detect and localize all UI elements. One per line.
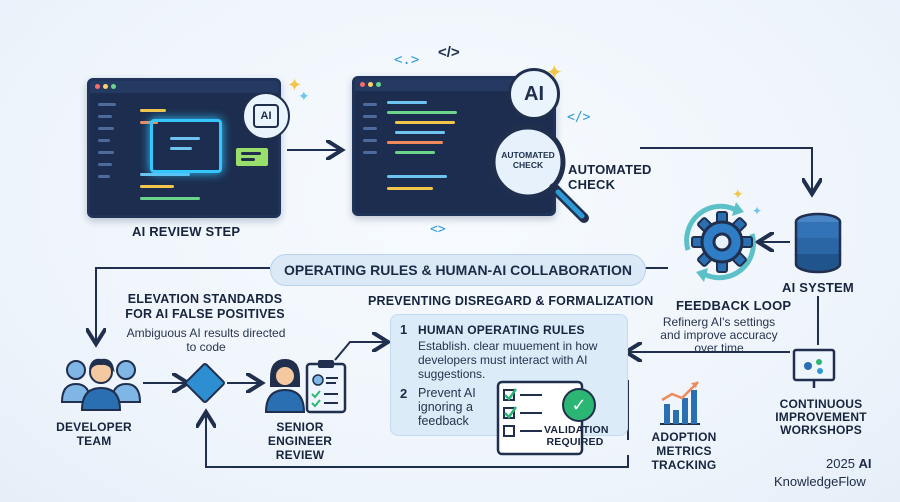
arrow-banner-to-developer (96, 267, 270, 342)
footer-brand: KnowledgeFlow (774, 474, 866, 489)
preventing-disregard-title: PREVENTING DISREGARD & FORMALIZATION (368, 294, 654, 308)
senior-engineer-review-label: SENIOR ENGINEER REVIEW (267, 420, 333, 462)
elevation-standards-desc: Ambiguous AI results directed to code (126, 326, 286, 354)
arrow-check-to-system (640, 147, 812, 192)
sparkle-icon: ✦ (287, 75, 303, 95)
automated-check-label: AUTOMATED CHECK (568, 162, 652, 192)
validation-required-label: VALIDATION REQUIRED (544, 424, 609, 448)
prevent-ai-ignoring-desc: Prevent AI ignoring a feedback (418, 386, 476, 428)
feedback-loop-label: FEEDBACK LOOP (676, 298, 792, 313)
operating-rules-banner: OPERATING RULES & HUMAN-AI COLLABORATION (270, 254, 646, 286)
arrow-loop-to-decision (206, 414, 629, 468)
automated-check-badge-text: AUTOMATED CHECK (501, 150, 555, 170)
scan-bracket (150, 119, 222, 173)
workshops-label: CONTINUOUS IMPROVEMENT WORKSHOPS (775, 397, 867, 437)
code-editor-window-review (87, 78, 281, 218)
code-tag-icon: </> (438, 44, 460, 61)
ai-chip-icon: AI (242, 92, 290, 140)
code-tag-icon: <.> (394, 52, 420, 68)
footer-year: 2025 (826, 456, 855, 471)
sparkle-icon: ✦ (298, 88, 310, 104)
adoption-metrics-label: ADOPTION METRICS TRACKING (651, 430, 717, 472)
elevation-standards-title: ELEVATION STANDARDS FOR AI FALSE POSITIV… (125, 292, 285, 321)
rule-number-1: 1 (400, 322, 408, 337)
magnifier-icon (490, 124, 589, 223)
footer-ai: AI (858, 456, 872, 471)
code-tag-icon: <> (430, 222, 446, 237)
chat-bubble-icon (234, 146, 270, 168)
sparkle-icon: ✦ (752, 204, 763, 218)
gear-icon (691, 211, 753, 273)
developer-team-label: DEVELOPER TEAM (56, 420, 132, 448)
clipboard-icon (305, 360, 347, 414)
checkmark-icon: ✓ (562, 388, 596, 422)
people-icon (60, 358, 142, 411)
database-icon (794, 212, 842, 274)
ai-review-step-label: AI REVIEW STEP (132, 224, 241, 239)
engineer-icon (264, 358, 306, 413)
footer-year-ai: 2025 AI (826, 456, 872, 471)
ai-badge-icon: AI (508, 68, 560, 120)
code-tag-icon: </> (567, 110, 591, 125)
cycle-arrows-icon (684, 202, 756, 282)
human-operating-rules-desc: Establish. clear muuement in how develop… (418, 339, 598, 381)
sparkle-icon: ✦ (732, 186, 744, 202)
feedback-description: Refinerg AI's settings and improve accur… (660, 315, 778, 355)
arrow-senior-to-rules (334, 342, 386, 361)
bar-chart-icon (660, 381, 700, 425)
ai-system-label: AI SYSTEM (782, 280, 854, 295)
rule-number-2: 2 (400, 386, 408, 401)
sparkle-icon: ✦ (546, 62, 563, 84)
presentation-board-icon (792, 348, 836, 388)
human-operating-rules-title: HUMAN OPERATING RULES (418, 323, 585, 337)
checklist-icon (496, 380, 584, 456)
